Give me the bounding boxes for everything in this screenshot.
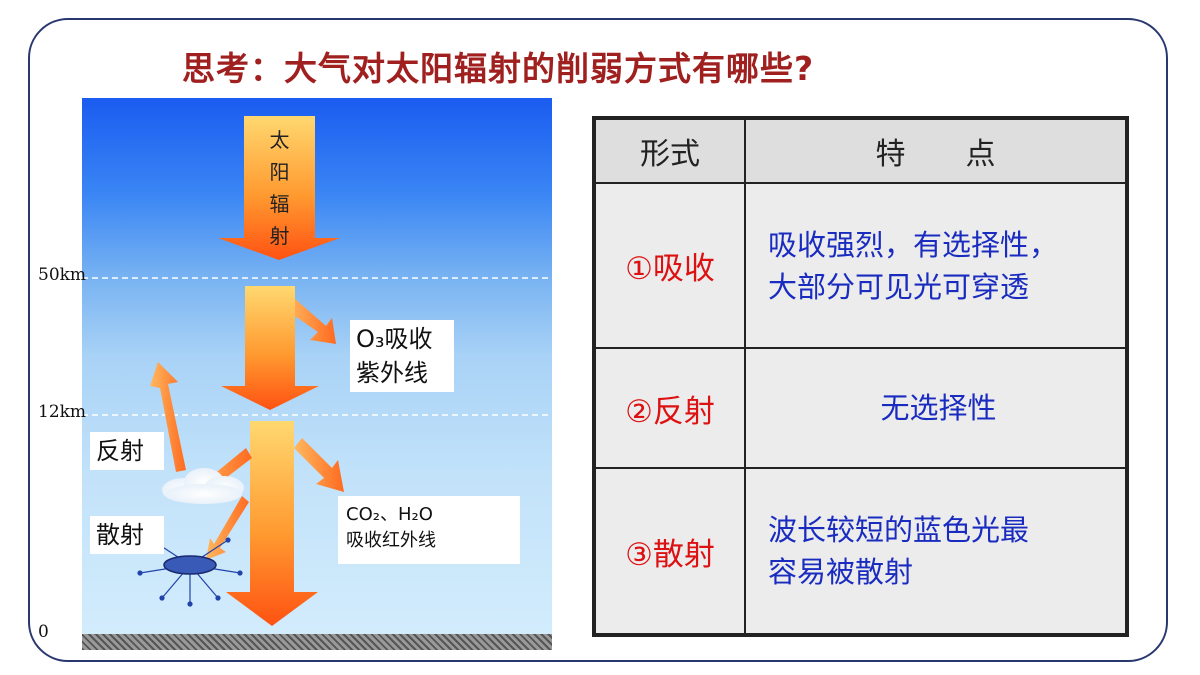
co2-label-line2: 吸收红外线 <box>346 530 436 551</box>
form-reflection: ②反射 <box>594 347 746 469</box>
co2-label-line1: CO₂、H₂O <box>346 504 433 525</box>
o3-label-line1: O₃吸收 <box>356 325 433 353</box>
sun-label: 太 阳 辐 射 <box>244 124 315 252</box>
sun-label-wrap: 太 阳 辐 射 <box>244 116 315 248</box>
weakening-methods-table: 形式 特 点 ①吸收 吸收强烈，有选择性， 大部分可见光可穿透 ②反射 无选择性… <box>592 116 1129 637</box>
sun-char-1: 太 <box>269 128 290 152</box>
cloud <box>162 468 244 504</box>
table-header-row: 形式 特 点 <box>594 118 1127 184</box>
feature-scattering-line2: 容易被散射 <box>768 555 914 589</box>
slide-frame <box>28 18 1168 662</box>
scatter-particle <box>137 537 243 607</box>
feature-absorption-line2: 大部分可见光可穿透 <box>768 269 1030 304</box>
feature-scattering-line1: 波长较短的蓝色光最 <box>768 513 1030 547</box>
altitude-12km: 12km <box>38 402 87 422</box>
table-row: ③散射 波长较短的蓝色光最 容易被散射 <box>594 467 1127 635</box>
feature-absorption-line1: 吸收强烈，有选择性， <box>768 227 1059 262</box>
sun-char-4: 射 <box>269 224 290 248</box>
co2-absorption-arrow <box>294 438 344 492</box>
form-scattering: ③散射 <box>594 467 746 635</box>
reflection-out-arrow <box>150 362 186 472</box>
scattering-label: 散射 <box>90 516 164 554</box>
solar-radiation-arrow <box>218 116 340 260</box>
slide-title: 思考：大气对太阳辐射的削弱方式有哪些? <box>182 49 815 88</box>
middle-radiation-arrow <box>221 286 319 410</box>
surface-radiation-arrow <box>226 421 318 626</box>
feature-absorption: 吸收强烈，有选择性， 大部分可见光可穿透 <box>744 182 1127 349</box>
ground <box>82 634 552 650</box>
header-form: 形式 <box>594 118 746 184</box>
form-absorption: ①吸收 <box>594 182 746 349</box>
feature-reflection-line1: 无选择性 <box>880 391 997 425</box>
feature-scattering: 波长较短的蓝色光最 容易被散射 <box>744 467 1127 635</box>
feature-reflection: 无选择性 <box>744 347 1127 469</box>
table-row: ①吸收 吸收强烈，有选择性， 大部分可见光可穿透 <box>594 182 1127 349</box>
altitude-50km: 50km <box>38 265 87 285</box>
scattering-in-arrow <box>206 496 249 560</box>
altitude-0: 0 <box>38 622 49 642</box>
header-feature: 特 点 <box>744 118 1127 184</box>
o3-label-line2: 紫外线 <box>356 359 428 387</box>
diagram-graphics <box>82 116 552 626</box>
sun-char-3: 辐 <box>269 192 290 216</box>
sun-char-2: 阳 <box>269 160 290 184</box>
reflection-label: 反射 <box>90 432 164 470</box>
o3-absorption-label: O₃吸收 紫外线 <box>350 320 454 392</box>
o3-absorption-arrow <box>286 298 336 344</box>
table-row: ②反射 无选择性 <box>594 347 1127 469</box>
co2-absorption-label: CO₂、H₂O 吸收红外线 <box>338 496 520 564</box>
atmosphere-diagram: 太 阳 辐 射 O₃吸收 紫外线 CO₂、H₂O 吸收红外线 反射 散射 <box>82 98 552 650</box>
